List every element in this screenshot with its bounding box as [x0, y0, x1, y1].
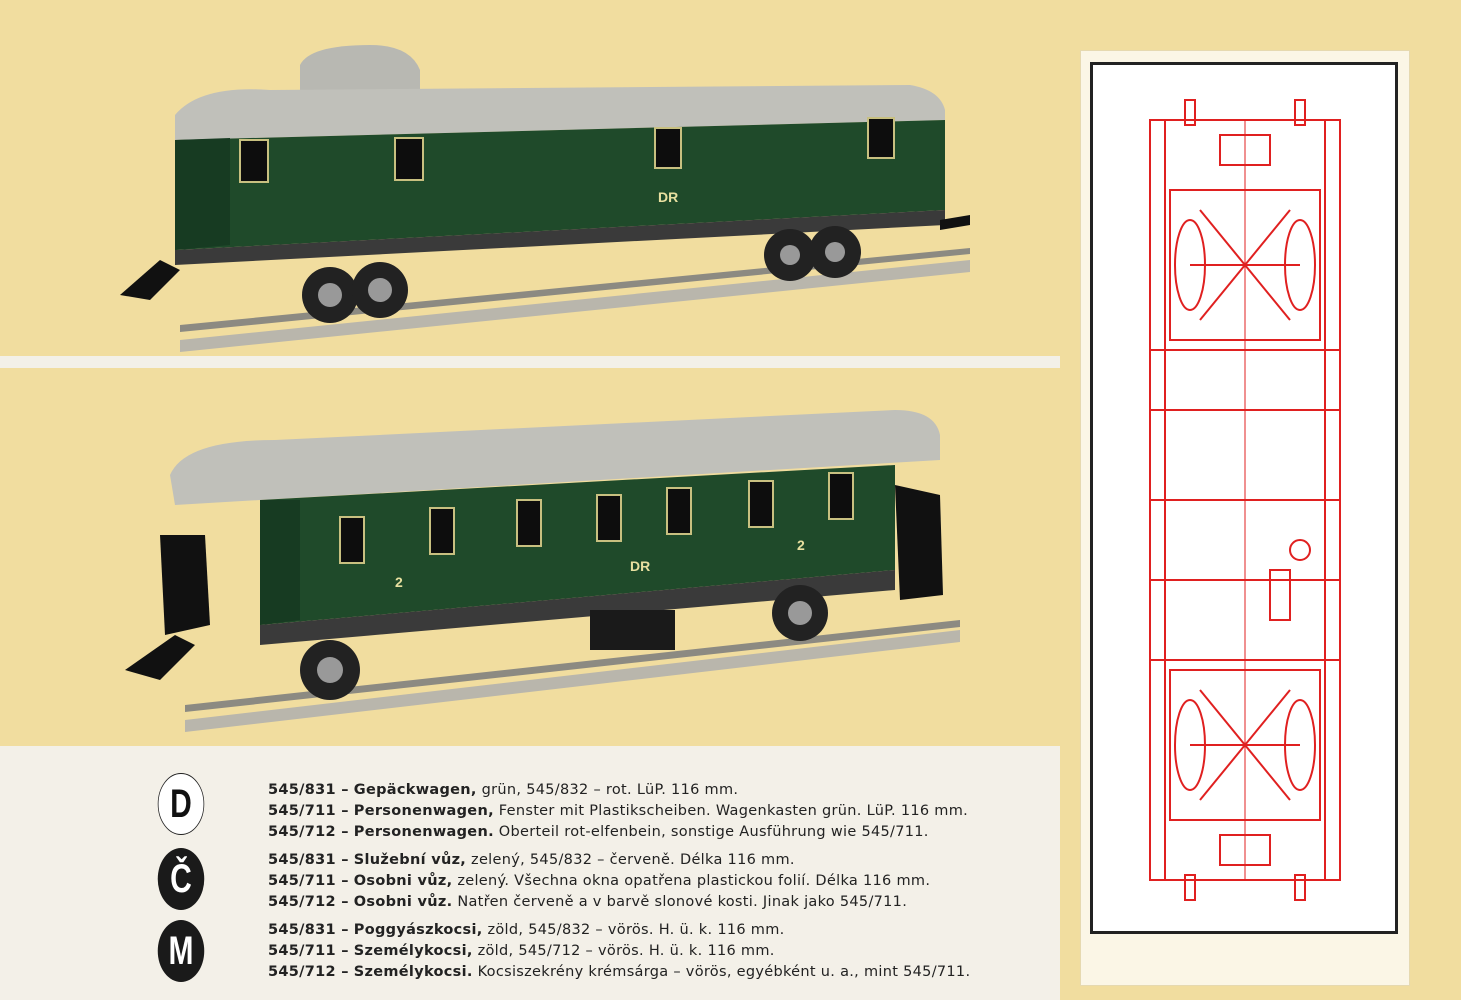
description-line: 545/831 – Poggyászkocsi, zöld, 545/832 –… [268, 922, 785, 938]
description-line: 545/712 – Személykocsi. Kocsiszekrény kr… [268, 964, 971, 980]
product-descriptions: 545/831 – Gepäckwagen, grün, 545/832 – r… [268, 782, 970, 992]
car2-class-marking-right: 2 [797, 537, 805, 553]
chassis-diagram-box [1090, 62, 1398, 934]
language-badge-czech: Č [157, 848, 205, 910]
passenger-coach-illustration: DR 2 2 [125, 410, 960, 732]
description-group-german: 545/831 – Gepäckwagen, grün, 545/832 – r… [268, 782, 970, 845]
car2-dr-marking: DR [630, 558, 650, 574]
baggage-wagon-illustration: DR [120, 45, 970, 352]
description-line: 545/831 – Služební vůz, zelený, 545/832 … [268, 852, 795, 868]
chassis-plan-diagram [1149, 99, 1341, 901]
language-badge-hungarian: M [157, 920, 205, 982]
description-line: 545/712 – Osobni vůz. Natřen červeně a v… [268, 894, 908, 910]
car2-class-marking-left: 2 [395, 574, 403, 590]
description-line: 545/711 – Személykocsi, zöld, 545/712 – … [268, 943, 775, 959]
description-line: 545/712 – Personenwagen. Oberteil rot-el… [268, 824, 929, 840]
description-group-czech: 545/831 – Služební vůz, zelený, 545/832 … [268, 852, 970, 915]
car1-dr-marking: DR [658, 189, 678, 205]
description-group-hungarian: 545/831 – Poggyászkocsi, zöld, 545/832 –… [268, 922, 970, 985]
language-badge-german: D [157, 773, 205, 835]
description-line: 545/711 – Personenwagen, Fenster mit Pla… [268, 803, 969, 819]
description-line: 545/711 – Osobni vůz, zelený. Všechna ok… [268, 873, 931, 889]
description-line: 545/831 – Gepäckwagen, grün, 545/832 – r… [268, 782, 739, 798]
